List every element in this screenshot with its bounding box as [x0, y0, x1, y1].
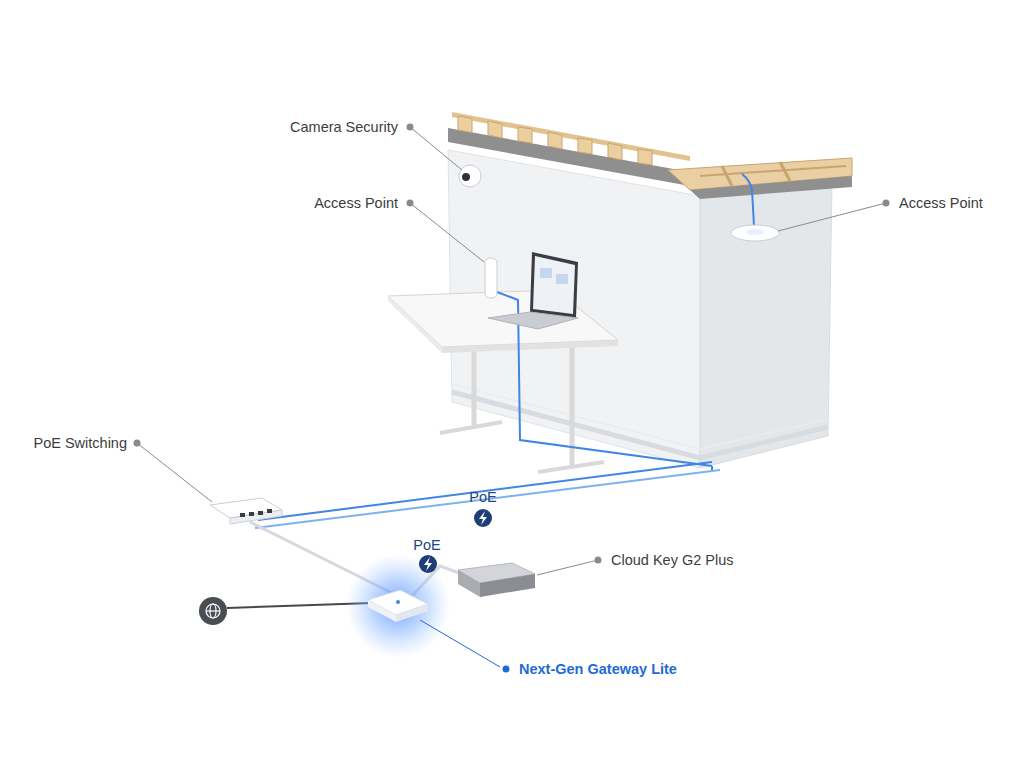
internet-globe — [199, 597, 227, 625]
wall — [452, 384, 828, 449]
ceiling-frame — [700, 166, 846, 176]
blue-cables — [711, 466, 713, 470]
desk — [388, 290, 618, 472]
poe-badge — [479, 511, 487, 525]
ceiling-frame — [742, 174, 754, 226]
desk — [442, 340, 618, 353]
cloud-key — [458, 563, 535, 597]
desk — [388, 296, 442, 353]
gateway — [396, 604, 428, 622]
poe-switch — [249, 512, 254, 516]
callout-label: Access Point — [899, 194, 983, 212]
callout-label: Next-Gen Gateway Lite — [519, 660, 677, 678]
callout-label: Cloud Key G2 Plus — [611, 551, 734, 569]
poe-switch — [267, 509, 272, 513]
gateway — [346, 554, 450, 658]
desk — [440, 422, 502, 433]
poe-badge — [474, 509, 492, 527]
ceiling-frame — [668, 158, 852, 226]
poe-switch — [240, 513, 245, 517]
desk — [472, 350, 477, 425]
gateway — [396, 600, 400, 604]
gateway — [346, 554, 450, 658]
leader-lines — [134, 440, 141, 447]
wall — [700, 182, 832, 468]
laptop — [533, 256, 575, 314]
leader-lines — [503, 666, 510, 673]
ceiling-frame — [722, 166, 732, 186]
blue-cables — [255, 470, 720, 528]
leader-lines — [134, 124, 890, 673]
wall-top-beams — [452, 112, 690, 161]
leader-lines — [137, 443, 212, 502]
poe-label: PoE — [469, 488, 496, 506]
ceiling-access-point — [731, 225, 779, 241]
internet-globe — [199, 597, 227, 625]
security-camera — [459, 165, 481, 187]
desk — [538, 462, 604, 472]
ceiling-frame — [780, 162, 790, 181]
wall-top-beams — [578, 138, 592, 154]
security-camera — [462, 173, 470, 181]
wall-top-beams — [638, 149, 652, 165]
leader-lines — [407, 124, 414, 131]
poe-switch — [210, 498, 282, 524]
internet-globe — [206, 604, 220, 618]
leader-lines — [407, 200, 414, 207]
desk-access-point — [485, 258, 497, 298]
wall-top-beams — [448, 112, 690, 186]
wall-top-beams — [518, 127, 532, 143]
leader-lines — [420, 620, 500, 667]
poe-switch — [258, 511, 263, 515]
cloud-key — [458, 570, 480, 597]
desk — [388, 290, 618, 347]
wall-top-beams — [608, 143, 622, 160]
wall-top-beams — [488, 121, 502, 138]
ceiling-access-point — [731, 225, 779, 241]
callout-label: Camera Security — [290, 118, 398, 136]
leader-lines — [410, 127, 462, 170]
blue-cables — [255, 292, 720, 528]
leader-lines — [537, 560, 598, 575]
poe-badge — [419, 555, 437, 573]
laptop — [530, 252, 578, 318]
ceiling-frame — [690, 176, 852, 199]
wall — [452, 392, 828, 458]
callout-label: Access Point — [314, 194, 398, 212]
poe-switch — [230, 510, 282, 524]
security-camera — [459, 165, 481, 187]
leader-lines — [883, 200, 890, 207]
laptop — [540, 268, 552, 278]
laptop — [488, 252, 578, 329]
ceiling-access-point — [746, 229, 764, 235]
leader-lines — [595, 557, 602, 564]
poe-badge — [424, 557, 432, 571]
wall-top-beams — [548, 132, 562, 149]
laptop — [556, 274, 568, 284]
poe-label: PoE — [413, 536, 440, 554]
gateway — [368, 600, 396, 622]
internet-globe — [206, 610, 220, 611]
desk-access-point — [485, 258, 497, 298]
callout-label: PoE Switching — [34, 434, 128, 452]
laptop — [488, 312, 578, 329]
leader-lines — [410, 203, 484, 262]
cloud-key — [480, 574, 535, 597]
wall-top-beams — [458, 116, 472, 133]
leader-lines — [778, 203, 886, 231]
